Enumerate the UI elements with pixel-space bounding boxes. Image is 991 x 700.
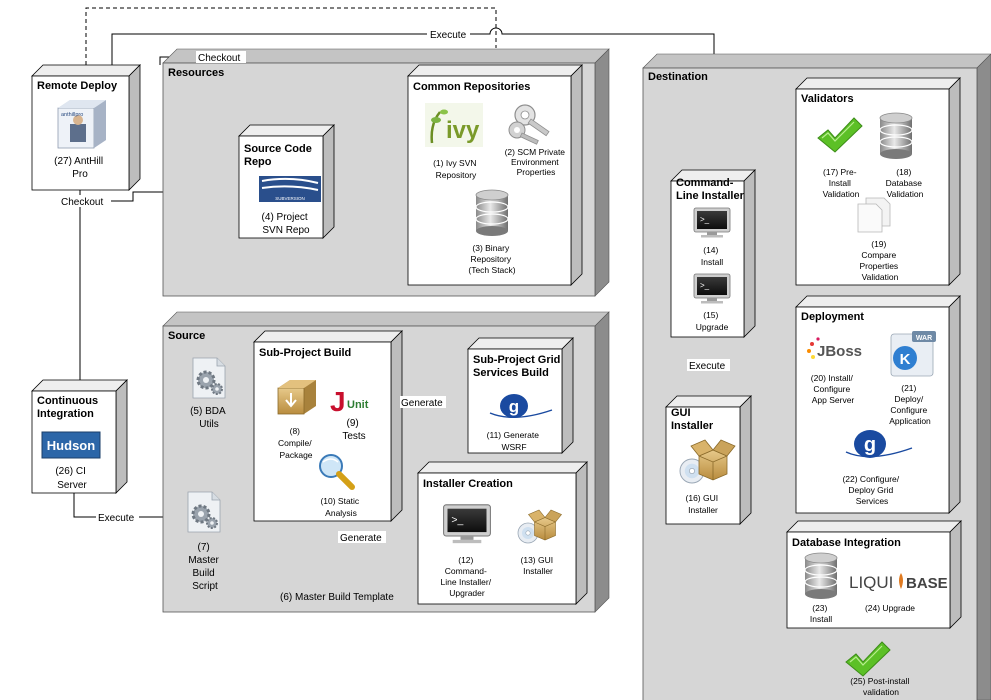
keys-icon: [508, 104, 550, 145]
app-server-caption: (20) Install/ Configure App Server: [811, 373, 855, 405]
node-remote-deploy: Remote Deploy anthillpro (27) AntHill Pr…: [31, 64, 141, 191]
deployment-title: Deployment: [801, 311, 864, 323]
gui-title: GUI Installer: [671, 407, 714, 432]
globus-deploy-icon: g: [845, 430, 913, 458]
node-bda-utils: (5) BDA Utils: [190, 356, 228, 430]
globus-icon: g: [489, 394, 553, 419]
label-master-build-template: (6) Master Build Template: [280, 592, 394, 603]
globus-icon-glyph: g: [509, 397, 519, 416]
group-destination-label: Destination: [648, 71, 708, 83]
node-gui-installer: GUI Installer (16) GUI Installer: [665, 395, 752, 525]
subversion-icon: SUBVERSION: [259, 176, 321, 202]
dbint-title: Database Integration: [792, 537, 901, 549]
cli-upgrade-caption: (15) Upgrade: [696, 310, 729, 332]
bda-gear-doc-icon: [191, 356, 227, 400]
hudson-icon: Hudson: [41, 431, 101, 459]
node-installer-creation: Installer Creation (12) Command- Line In…: [417, 461, 588, 605]
war-icon-k-glyph: K: [900, 351, 911, 368]
db-upgrade-caption: (24) Upgrade: [865, 603, 915, 613]
liquibase-liqui-label: LIQUI: [849, 573, 893, 592]
node-sub-project-build: Sub-Project Build (8) Compile/ Package J…: [253, 330, 403, 522]
label-execute-top: Execute: [430, 30, 467, 41]
node-continuous-integration: Continuous Integration Hudson (26) CI Se…: [31, 379, 128, 494]
pre-install-caption: (17) Pre- Install Validation: [823, 167, 860, 199]
node-deployment: Deployment JBoss (20) Install/ Configure…: [795, 295, 961, 514]
edge-execute-left: [73, 493, 179, 520]
jboss-icon-label: JBoss: [817, 343, 862, 360]
label-generate-grid: Generate: [401, 398, 443, 409]
deploy-grid-caption: (22) Configure/ Deploy Grid Services: [842, 474, 901, 506]
junit-icon: J Unit: [330, 386, 369, 417]
ci-title: Continuous Integration: [37, 395, 101, 420]
installer-title: Installer Creation: [423, 478, 513, 490]
edge-labels: Execute Checkout Checkout Execute Execut…: [59, 28, 730, 603]
compile-caption: (8) Compile/ Package: [278, 426, 314, 460]
installer-gui-caption: (13) GUI Installer: [521, 555, 556, 576]
bda-caption: (5) BDA Utils: [190, 406, 228, 430]
remote-deploy-caption: (27) AntHill Pro: [54, 156, 106, 180]
common-repos-title: Common Repositories: [413, 81, 530, 93]
group-resources-label: Resources: [168, 67, 224, 79]
war-icon-label: WAR: [916, 335, 932, 342]
scr-title: Source Code Repo: [244, 143, 315, 168]
tests-caption: (9) Tests: [342, 418, 365, 442]
group-source-label: Source: [168, 330, 205, 342]
master-build-gear-doc-icon: [186, 490, 222, 534]
installer-cli-caption: (12) Command- Line Installer/ Upgrader: [441, 555, 494, 598]
node-database-integration: Database Integration (23) Install LIQUI …: [786, 520, 962, 629]
junit-icon-j: J: [330, 386, 346, 417]
subproject-title: Sub-Project Build: [259, 347, 351, 359]
master-build-caption: (7) Master Build Script: [188, 542, 221, 592]
keys-caption: (2) SCM Private Environment Properties: [505, 147, 568, 177]
compare-caption: (19) Compare Properties Validation: [859, 239, 900, 282]
grid-title: Sub-Project Grid Services Build: [473, 354, 563, 379]
cli-install-caption: (14) Install: [701, 245, 723, 267]
magnifier-icon: [319, 454, 355, 490]
node-master-build-script: (7) Master Build Script: [186, 490, 222, 592]
node-common-repositories: Common Repositories ivy (1) Ivy SVN Repo…: [407, 64, 583, 286]
label-checkout-top: Checkout: [198, 53, 240, 64]
liquibase-icon: LIQUI BASE: [849, 573, 948, 592]
node-source-code-repo: Source Code Repo SUBVERSION (4) Project …: [238, 124, 335, 239]
db-validation-caption: (18) Database Validation: [886, 167, 925, 199]
node-command-line-installer: Command- Line Installer (14) Install (15…: [670, 169, 756, 338]
binary-caption: (3) Binary Repository (Tech Stack): [468, 243, 515, 275]
db-install-caption: (23) Install: [810, 603, 832, 624]
edge-execute-top: [111, 27, 715, 170]
label-execute-left: Execute: [98, 513, 135, 524]
label-generate-installer: Generate: [340, 533, 382, 544]
deploy-app-caption: (21) Deploy/ Configure Application: [889, 383, 931, 426]
anthillpro-icon-label: anthillpro: [61, 112, 83, 118]
scr-caption: (4) Project SVN Repo: [262, 212, 311, 236]
globus-deploy-glyph: g: [864, 434, 876, 456]
node-grid-services-build: Sub-Project Grid Services Build g (11) G…: [467, 337, 574, 454]
hudson-icon-label: Hudson: [47, 438, 95, 453]
junit-icon-unit: Unit: [347, 399, 369, 411]
node-validators: Validators (17) Pre- Install Validation …: [795, 77, 961, 286]
db-install-db-icon: [804, 552, 838, 600]
label-execute-gui: Execute: [689, 361, 726, 372]
package-icon: [277, 380, 316, 415]
label-checkout-left: Checkout: [61, 197, 103, 208]
post-install-caption: (25) Post-install validation: [850, 676, 911, 697]
validators-title: Validators: [801, 93, 854, 105]
ci-caption: (26) CI Server: [55, 466, 88, 491]
ivy-caption: (1) Ivy SVN Repository: [433, 158, 479, 180]
binary-repo-db-icon: [475, 189, 509, 237]
grid-caption: (11) Generate WSRF: [487, 430, 542, 452]
gui-caption: (16) GUI Installer: [686, 493, 721, 515]
remote-deploy-title: Remote Deploy: [37, 80, 118, 92]
cli-title: Command- Line Installer: [676, 177, 745, 202]
anthillpro-icon: anthillpro: [57, 100, 106, 149]
db-validation-db-icon: [879, 112, 913, 160]
static-caption: (10) Static Analysis: [320, 496, 361, 518]
ivy-icon: ivy: [425, 103, 483, 147]
node-post-install-validation: (25) Post-install validation: [845, 641, 911, 697]
liquibase-base-label: BASE: [906, 575, 948, 592]
war-icon: WAR K: [890, 331, 936, 377]
jboss-icon: JBoss: [807, 337, 862, 360]
subversion-icon-label: SUBVERSION: [275, 196, 305, 201]
ivy-icon-label: ivy: [446, 117, 480, 144]
